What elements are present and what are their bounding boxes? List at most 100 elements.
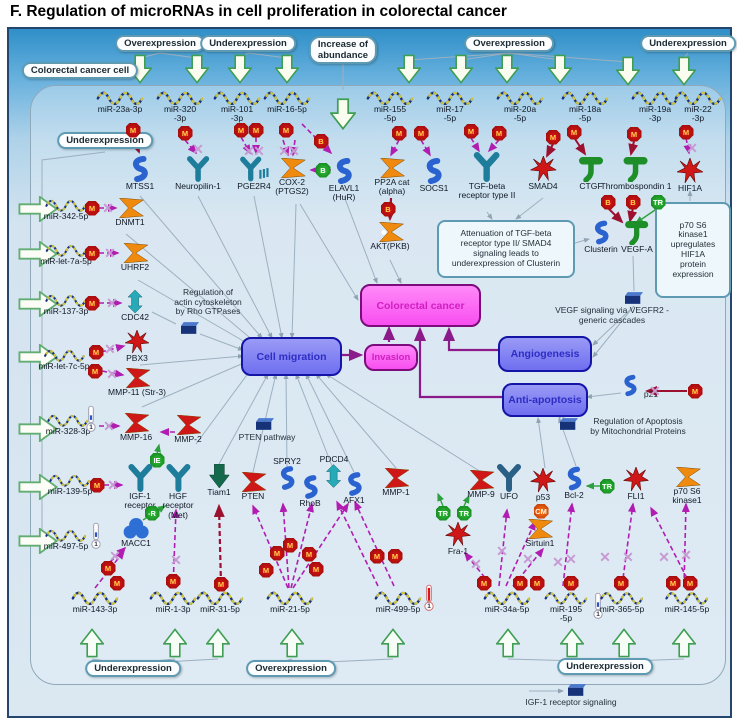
mirna-icon [263, 90, 311, 105]
mirna-icon [426, 90, 474, 105]
protein-bcl2: Bcl-2 [564, 466, 584, 500]
m-badge: M [88, 344, 104, 360]
inhibition-cross-icon: ✕ [599, 549, 611, 565]
protein-label: MMP-1 [382, 487, 410, 497]
down-arrow-icon [209, 464, 229, 488]
protein-igf1-receptor: IGF-1 receptor [124, 464, 156, 511]
inhibition-cross-icon: ✕ [106, 295, 118, 311]
protein-label: PTEN [241, 491, 265, 501]
protein-ufo: UFO [496, 464, 522, 501]
mirna-mir-let-7c-5p: miR-let-7c-5p [38, 348, 90, 371]
mirna-icon [45, 528, 87, 542]
protein-pten: PTEN [239, 472, 267, 501]
protease-icon [123, 368, 151, 388]
protein-label: RhoB [299, 498, 321, 508]
protease-icon [174, 415, 202, 435]
enzyme-icon [278, 158, 306, 178]
underexpression-pill-bottom2: Underexpression [557, 658, 653, 675]
m-badge: M [626, 126, 642, 142]
m-badge: M [125, 122, 141, 138]
up-block-arrow-icon [280, 628, 304, 663]
mirna-icon [43, 348, 85, 362]
inhibition-cross-icon: ✕ [680, 547, 692, 563]
m-badge: M [678, 124, 694, 140]
m-badge: M [413, 125, 429, 141]
mirna-label: miR-1-3p [155, 604, 191, 614]
down-block-arrow-icon [548, 54, 572, 89]
ligand-icon [625, 220, 650, 245]
helix-icon [621, 374, 639, 397]
mirna-label: miR-19a -3p [638, 104, 672, 124]
protein-label: SOCS1 [419, 183, 449, 193]
protein-vegfa: VEGF-A [621, 220, 653, 254]
protein-label: PGE2R4 [237, 181, 271, 191]
protein-uhrf2: UHRF2 [121, 243, 149, 272]
mirna-icon [213, 90, 261, 105]
mirna-label: miR-18a -5p [568, 104, 602, 124]
enzyme-icon [376, 222, 404, 242]
protein-label: SPRY2 [273, 456, 301, 466]
mirna-mir-145-5p: miR-145-5p [665, 590, 709, 614]
mirna-icon [544, 590, 588, 605]
tr-badge: TR [599, 478, 615, 494]
protein-label: Sirtuin1 [525, 538, 555, 548]
mirna-mir-497-5p: miR-497-5p [44, 528, 88, 551]
enzyme-icon [116, 198, 144, 218]
helix-icon [591, 220, 611, 245]
down-block-arrow-icon [672, 56, 696, 91]
m-badge: M [282, 537, 298, 553]
inhibition-cross-icon: ✕ [470, 556, 482, 572]
blob-icon [122, 518, 150, 539]
mirna-icon [665, 590, 709, 605]
mirna-mir-17-5p: miR-17 -5p [426, 90, 474, 124]
protein-label: MTSS1 [125, 181, 155, 191]
m-badge: M [529, 575, 545, 591]
mirna-icon [47, 413, 89, 427]
invasion-box: Invasion [364, 344, 418, 371]
protein-mmp2: MMP-2 [174, 415, 202, 444]
mirna-label: miR-139-5p [47, 486, 93, 496]
enzyme-icon [121, 243, 149, 263]
up-block-arrow-icon [163, 628, 187, 663]
inhibition-cross-icon: ✕ [686, 140, 698, 156]
down-block-arrow-icon [495, 54, 519, 89]
mirna-icon [96, 90, 144, 105]
mirna-label: miR-21-5p [270, 604, 310, 614]
apoptosis-pathway-icon [560, 418, 578, 430]
inhibition-cross-icon: ✕ [102, 200, 114, 216]
mirna-mir-19a-3p: miR-19a -3p [631, 90, 679, 124]
thermometer-number: 1 [94, 541, 98, 548]
mirna-label: miR-499-5p [375, 604, 421, 614]
mirna-mir-139-5p: miR-139-5p [48, 473, 92, 496]
protein-label: SMAD4 [528, 181, 558, 191]
protein-label: CDC42 [121, 312, 149, 322]
protein-hgf-receptor: HGF receptor (Met) [162, 464, 194, 520]
tr-badge: TR [456, 505, 472, 521]
mirna-mir-31-5p: miR-31-5p [196, 590, 244, 614]
receptor-icon [186, 156, 210, 182]
inhibition-cross-icon: ✕ [109, 548, 121, 564]
down-block-arrow-icon [397, 54, 421, 89]
mirna-label: miR-155 -5p [373, 104, 407, 124]
underexpression-pill-top2: Underexpression [640, 35, 736, 52]
enzyme-icon [673, 467, 701, 487]
mirna-label: miR-101 -3p [220, 104, 254, 124]
protein-fra1: Fra-1 [446, 522, 471, 556]
protein-p70s6-kinase1: p70 S6 kinase1 [672, 467, 702, 506]
protein-label: Neuropilin-1 [175, 181, 221, 191]
protein-mmp16: MMP-16 [120, 413, 152, 442]
mirna-label: miR-497-5p [43, 541, 89, 551]
mirna-label: miR-342-5p [43, 211, 89, 221]
inhibition-cross-icon: ✕ [288, 143, 300, 159]
underexpression-pill-top1: Underexpression [200, 35, 296, 52]
apoptosis-regulation-label: Regulation of Apoptosis by Mitochondrial… [590, 416, 686, 436]
igf-pathway-label: IGF-1 receptor signaling [525, 697, 617, 707]
protein-hif1a: HIF1A [677, 158, 703, 193]
helix-icon [333, 158, 355, 184]
helix-icon [423, 158, 445, 184]
protein-label: Bcl-2 [564, 490, 584, 500]
mirna-mir-23a-3p: miR-23a-3p [96, 90, 144, 114]
overexpression-pill-top2: Overexpression [464, 35, 554, 52]
mirna-mir-137-3p: miR-137-3p [44, 293, 88, 316]
